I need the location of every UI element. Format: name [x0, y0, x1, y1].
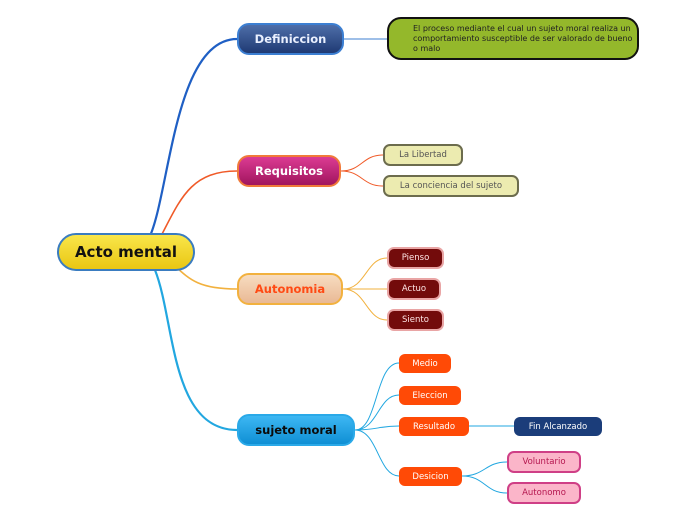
branch-requisitos-label: Requisitos — [254, 164, 324, 178]
link-suj-o1 — [354, 362, 400, 431]
sujeto-item-medio[interactable]: Medio — [399, 354, 451, 373]
root-label: Acto mental — [74, 243, 178, 261]
link-des-p2 — [461, 475, 508, 494]
sujeto-item-desicion[interactable]: Desicion — [399, 467, 462, 486]
sujeto-item-label: Eleccion — [412, 390, 448, 401]
definicion-text-node[interactable]: El proceso mediante el cual un sujeto mo… — [387, 17, 639, 60]
link-suj-o4 — [354, 429, 400, 477]
root-node[interactable]: Acto mental — [57, 233, 195, 271]
requisitos-item-conciencia[interactable]: La conciencia del sujeto — [383, 175, 519, 197]
desicion-child-voluntario[interactable]: Voluntario — [507, 451, 581, 473]
requisitos-item-label: La conciencia del sujeto — [399, 181, 503, 191]
link-des-p1 — [461, 461, 508, 477]
desicion-child-label: Voluntario — [522, 457, 566, 467]
desicion-child-autonomo[interactable]: Autonomo — [507, 482, 581, 504]
link-aut-d1 — [342, 257, 388, 290]
branch-sujeto-moral[interactable]: sujeto moral — [237, 414, 355, 446]
link-root-requisitos — [159, 170, 238, 239]
autonomia-item-actuo[interactable]: Actuo — [387, 278, 441, 300]
branch-sujeto-moral-label: sujeto moral — [255, 423, 337, 437]
branch-requisitos[interactable]: Requisitos — [237, 155, 341, 187]
sujeto-item-label: Resultado — [412, 421, 456, 432]
link-root-definicion — [148, 37, 239, 238]
branch-definicion-label: Definiccion — [254, 32, 327, 46]
link-aut-d3 — [342, 288, 388, 321]
link-suj-o2 — [354, 394, 400, 431]
sujeto-item-resultado[interactable]: Resultado — [399, 417, 469, 436]
link-req-lib1 — [340, 154, 384, 172]
branch-autonomia-label: Autonomia — [254, 282, 326, 296]
autonomia-item-pienso[interactable]: Pienso — [387, 247, 444, 269]
desicion-child-label: Autonomo — [522, 488, 566, 498]
requisitos-item-libertad[interactable]: La Libertad — [383, 144, 463, 166]
autonomia-item-siento[interactable]: Siento — [387, 309, 444, 331]
link-root-autonomia — [174, 265, 238, 290]
autonomia-item-label: Actuo — [401, 284, 427, 294]
link-suj-o3 — [354, 425, 400, 431]
branch-autonomia[interactable]: Autonomia — [237, 273, 343, 305]
definicion-text: El proceso mediante el cual un sujeto mo… — [413, 23, 633, 53]
resultado-child-fin-alcanzado[interactable]: Fin Alcanzado — [514, 417, 602, 436]
link-req-lib2 — [340, 170, 384, 187]
sujeto-item-label: Desicion — [412, 471, 449, 482]
sujeto-item-label: Medio — [412, 358, 438, 369]
resultado-child-label: Fin Alcanzado — [528, 421, 588, 432]
requisitos-item-label: La Libertad — [399, 150, 447, 160]
branch-definicion[interactable]: Definiccion — [237, 23, 344, 55]
autonomia-item-label: Pienso — [401, 253, 430, 263]
sujeto-item-eleccion[interactable]: Eleccion — [399, 386, 461, 405]
autonomia-item-label: Siento — [402, 315, 429, 325]
link-root-sujeto — [153, 268, 239, 432]
